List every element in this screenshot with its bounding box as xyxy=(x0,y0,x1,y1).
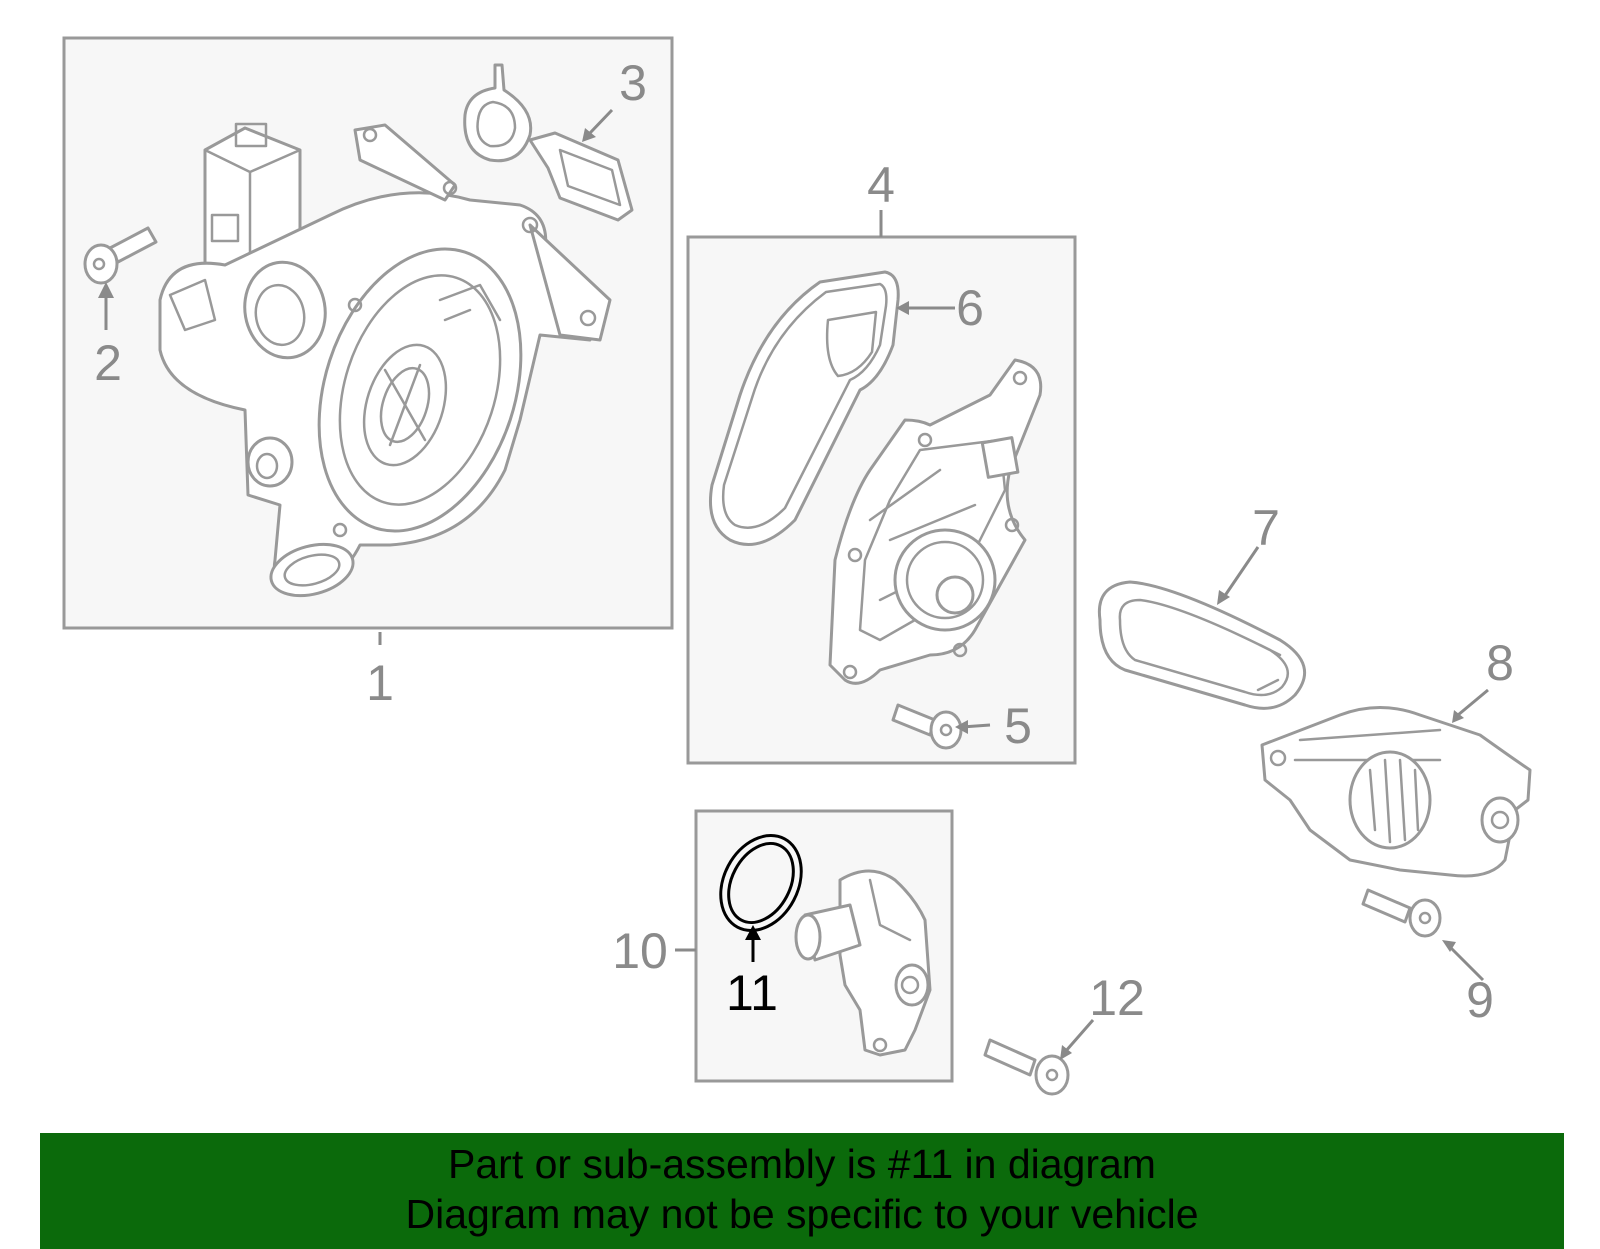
callout-2[interactable]: 2 xyxy=(94,335,122,391)
thermostat-housing-shape xyxy=(794,869,932,1057)
gasket-3-shape xyxy=(463,63,634,222)
callout-4[interactable]: 4 xyxy=(867,157,895,213)
callout-3[interactable]: 3 xyxy=(619,55,647,111)
callout-1[interactable]: 1 xyxy=(366,655,394,711)
bolt-5-shape xyxy=(891,703,963,750)
callout-12[interactable]: 12 xyxy=(1089,970,1145,1026)
callout-7[interactable]: 7 xyxy=(1252,500,1280,556)
oring-11-shape xyxy=(719,834,803,932)
info-banner: Part or sub-assembly is #11 in diagram D… xyxy=(40,1133,1564,1249)
gasket-6-shape xyxy=(708,270,900,546)
parts-diagram: 1 2 3 4 5 6 7 8 9 10 11 12 xyxy=(62,36,1532,1096)
callout-10[interactable]: 10 xyxy=(612,923,668,979)
water-pump-shape xyxy=(828,358,1043,685)
banner-line-2: Diagram may not be specific to your vehi… xyxy=(405,1191,1199,1237)
callout-9[interactable]: 9 xyxy=(1466,972,1494,1028)
belt-7-shape xyxy=(1097,580,1306,710)
leader-lines xyxy=(104,108,1489,1053)
callout-5[interactable]: 5 xyxy=(1004,698,1032,754)
cover-8-shape xyxy=(1260,706,1532,878)
pump-housing-assembly xyxy=(158,122,612,598)
callout-6[interactable]: 6 xyxy=(956,280,984,336)
bolt-2-shape xyxy=(83,226,158,285)
callout-11[interactable]: 11 xyxy=(726,965,778,1021)
callout-8[interactable]: 8 xyxy=(1486,635,1514,691)
bolt-9-shape xyxy=(1361,888,1442,938)
bolt-12-shape xyxy=(983,1038,1070,1096)
leader-arrowheads xyxy=(98,128,1464,1060)
banner-line-1: Part or sub-assembly is #11 in diagram xyxy=(448,1141,1156,1187)
